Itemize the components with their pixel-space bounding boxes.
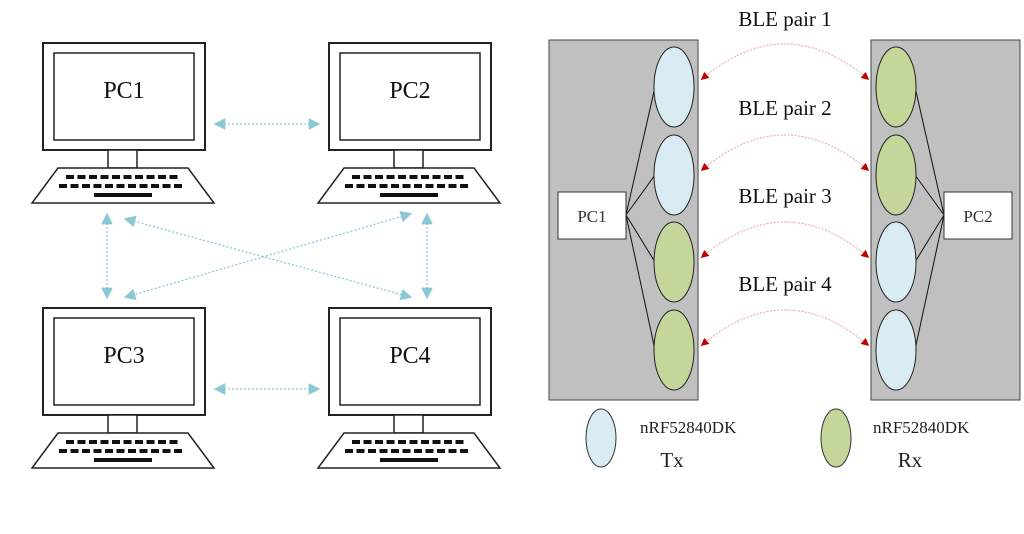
computer-pc2: PC2	[316, 42, 502, 204]
monitor-stand	[107, 414, 138, 434]
rx-host-box: PC2	[943, 191, 1013, 240]
computer-pc1: PC1	[30, 42, 216, 204]
ble-pair-label: BLE pair 2	[738, 96, 831, 120]
ble-link-arc	[700, 134, 870, 172]
right-board-4-tx	[875, 309, 917, 391]
ble-pair-label: BLE pair 1	[738, 7, 831, 31]
ble-link-arc	[700, 309, 870, 347]
left-board-4-rx	[653, 309, 695, 391]
left-board-3-rx	[653, 221, 695, 303]
computer-label: PC4	[389, 343, 430, 369]
right-board-2-rx	[875, 134, 917, 216]
ble-pairs-diagram: PC1 PC2 BLE pair 1 BLE pair 2 BLE pair 3 BL…	[548, 7, 1021, 472]
computer-pc4: PC4	[316, 307, 502, 469]
legend-tx-device: nRF52840DK	[640, 418, 737, 437]
legend-rx-swatch	[820, 408, 852, 468]
keyboard-keys	[345, 175, 468, 197]
monitor-screen	[53, 52, 195, 141]
legend: nRF52840DK Tx nRF52840DK Rx	[585, 408, 970, 472]
monitor-stand	[393, 149, 424, 169]
legend-rx-device: nRF52840DK	[873, 418, 970, 437]
ble-link-arc	[700, 43, 870, 81]
monitor-screen	[53, 317, 195, 406]
monitor-screen	[339, 52, 481, 141]
ble-link-arc	[700, 221, 870, 259]
monitor-stand	[393, 414, 424, 434]
ble-pair-label: BLE pair 3	[738, 184, 831, 208]
host-wires	[625, 86, 945, 351]
right-board-3-tx	[875, 221, 917, 303]
rx-host-label: PC2	[963, 207, 992, 226]
keyboard-keys	[59, 175, 182, 197]
left-board-2-tx	[653, 134, 695, 216]
tx-host-label: PC1	[577, 207, 606, 226]
legend-tx-role: Tx	[660, 448, 684, 472]
computer-pc3: PC3	[30, 307, 216, 469]
network-links	[101, 118, 433, 395]
computer-label: PC3	[103, 343, 144, 369]
legend-rx-role: Rx	[898, 448, 923, 472]
monitor-stand	[107, 149, 138, 169]
legend-tx-swatch	[585, 408, 617, 468]
right-board-1-rx	[875, 46, 917, 128]
left-board-1-tx	[653, 46, 695, 128]
computer-label: PC1	[103, 78, 144, 104]
link-pc1-pc4	[123, 215, 413, 301]
link-pc2-pc3	[123, 211, 413, 300]
computer-label: PC2	[389, 78, 430, 104]
keyboard-keys	[345, 440, 468, 462]
monitor-screen	[339, 317, 481, 406]
ble-pair-label: BLE pair 4	[738, 272, 832, 296]
tx-host-box: PC1	[557, 191, 627, 240]
keyboard-keys	[59, 440, 182, 462]
